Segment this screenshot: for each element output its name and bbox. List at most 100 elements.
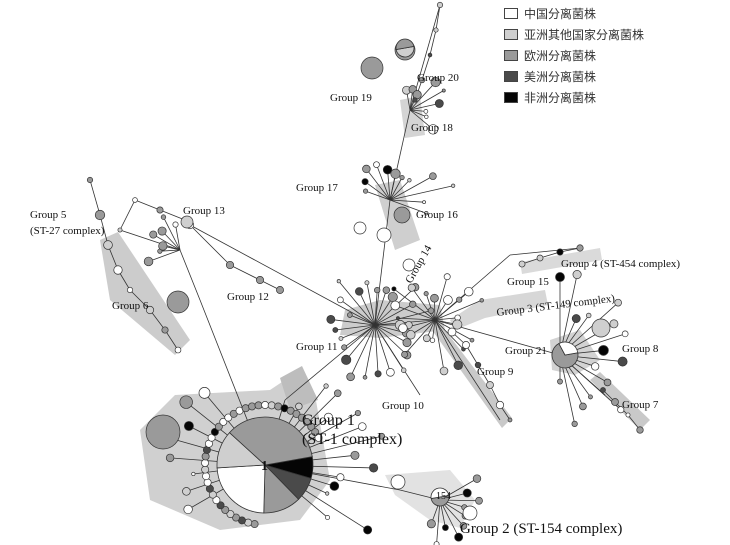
tree-edge <box>153 234 181 251</box>
tree-edge <box>338 280 376 326</box>
strain-node <box>390 474 406 490</box>
strain-node <box>362 164 371 174</box>
tree-edge <box>389 199 427 214</box>
tree-edge <box>163 216 181 251</box>
strain-node <box>447 327 457 337</box>
strain-node <box>347 312 353 318</box>
strain-node <box>353 221 367 235</box>
tree-edge <box>409 90 444 111</box>
group-9-label: Group 9 <box>477 366 514 378</box>
strain-node <box>402 258 416 272</box>
strain-node <box>165 453 175 463</box>
strain-node <box>398 323 408 333</box>
strain-node <box>219 417 228 426</box>
tree-edge <box>409 109 426 112</box>
strain-node <box>430 77 441 88</box>
strain-node <box>326 315 336 324</box>
group-20-label: Group 20 <box>417 72 459 84</box>
strain-node <box>427 307 435 314</box>
strain-node <box>625 412 631 418</box>
strain-node <box>443 273 451 281</box>
legend-swatch-europe <box>504 50 518 61</box>
group-11-label: Group 11 <box>296 341 337 353</box>
tree-edge <box>119 199 136 231</box>
strain-node <box>113 265 123 275</box>
strain-node <box>292 409 301 418</box>
strain-node <box>451 183 456 188</box>
strain-node <box>407 283 416 292</box>
strain-node <box>183 504 193 515</box>
strain-node <box>157 226 167 236</box>
tree-edge <box>374 290 378 326</box>
tree-edge <box>374 290 387 326</box>
tree-edge <box>358 291 376 326</box>
legend-swatch-africa <box>504 92 518 103</box>
tree-edge <box>411 287 436 321</box>
strain-node <box>276 286 284 294</box>
strain-node <box>225 260 235 270</box>
legend-item-africa: 非洲分离菌株 <box>504 87 704 108</box>
strain-node <box>216 501 225 510</box>
group-5-label: Group 5 <box>30 209 67 221</box>
strain-node <box>579 402 587 411</box>
tree-edge <box>374 324 405 371</box>
strain-node <box>441 88 446 93</box>
strain-node <box>376 227 392 243</box>
tree-edge <box>229 264 261 281</box>
tree-edge <box>429 29 437 56</box>
pie-slice <box>551 342 579 369</box>
strain-node <box>424 211 429 216</box>
strain-node <box>422 200 426 205</box>
tree-edge <box>389 177 403 201</box>
strain-node <box>452 319 463 330</box>
strain-node <box>426 519 436 529</box>
tree-edge <box>389 179 410 201</box>
strain-node <box>145 414 181 450</box>
tree-edge <box>435 4 441 31</box>
tree-edge <box>397 317 436 321</box>
tree-edge <box>387 169 391 201</box>
strain-node <box>332 327 339 333</box>
tree-edge <box>436 499 441 545</box>
tree-edge <box>409 109 427 118</box>
strain-node <box>399 174 405 181</box>
tree-edge <box>149 309 166 331</box>
strain-node <box>337 296 344 304</box>
group-18-label: Group 18 <box>411 122 453 134</box>
strain-node <box>94 209 106 221</box>
tree-edge <box>434 291 470 321</box>
tree-edge <box>374 324 391 373</box>
strain-node <box>212 496 221 505</box>
strain-node <box>555 272 565 282</box>
strain-node <box>434 99 444 108</box>
strain-node <box>214 422 223 431</box>
group-labels: Group 1 (ST-1 complex) 1 Group 2 (ST-154… <box>30 72 680 537</box>
strain-node <box>469 337 475 343</box>
group-21-label: Group 21 <box>505 345 547 357</box>
strain-node <box>117 227 123 233</box>
legend-item-china: 中国分离菌株 <box>504 3 704 24</box>
strain-node <box>256 276 264 284</box>
strain-node <box>166 290 190 314</box>
pie-slice <box>395 38 415 51</box>
strain-node <box>393 206 411 224</box>
strain-node <box>261 401 270 409</box>
strain-node <box>336 473 345 482</box>
tree-edge <box>389 199 425 203</box>
tree-edge <box>129 289 151 311</box>
strain-node <box>373 161 380 168</box>
strain-node <box>462 341 470 349</box>
strain-node <box>429 172 437 180</box>
strain-node <box>191 471 196 477</box>
strain-node <box>406 330 416 340</box>
pie-slice <box>430 487 450 500</box>
strain-node <box>161 326 169 334</box>
tree-edge <box>284 324 376 401</box>
pie-slice <box>228 416 313 466</box>
tree-edge <box>389 175 434 201</box>
tree-edge <box>350 324 376 378</box>
strain-node <box>588 394 593 400</box>
tree-edge <box>434 319 459 366</box>
pie-slice <box>216 464 266 514</box>
